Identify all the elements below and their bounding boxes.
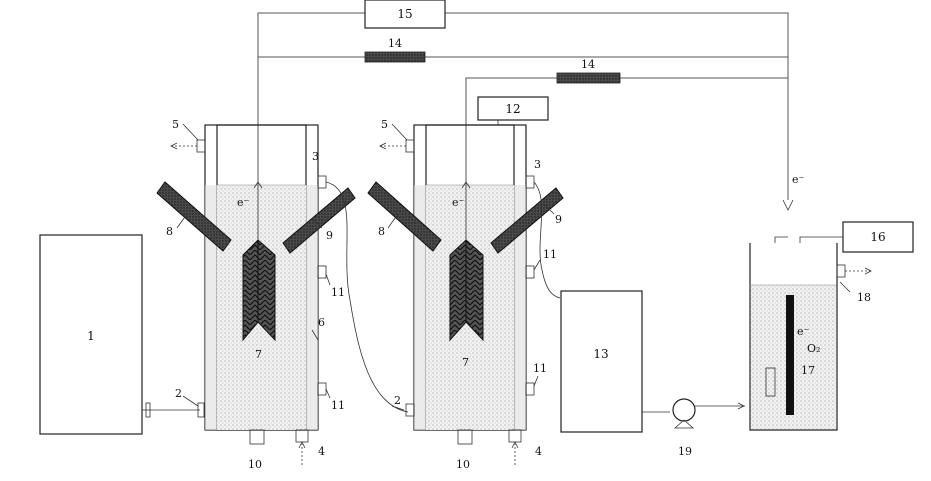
- electron-label-3: e⁻: [792, 173, 805, 186]
- intermediate-tank-13: 13: [561, 291, 642, 432]
- label-3-right: 3: [534, 158, 541, 171]
- label-14-right: 14: [581, 58, 595, 71]
- label-9-left: 9: [326, 229, 333, 242]
- label-2-left: 2: [175, 387, 182, 400]
- electron-label-1: e⁻: [237, 196, 250, 209]
- feed-tank-1: 1: [40, 235, 142, 434]
- label-2-right: 2: [394, 394, 401, 407]
- label-4-right: 4: [535, 445, 542, 458]
- label-3-left: 3: [312, 150, 319, 163]
- electron-label-2: e⁻: [452, 196, 465, 209]
- label-7-right: 7: [462, 356, 469, 369]
- label-11-c: 11: [543, 248, 557, 261]
- label-4-left: 4: [318, 445, 325, 458]
- label-5-right: 5: [381, 118, 388, 131]
- cathode-tank: [750, 200, 871, 430]
- outlet-10-right: [458, 430, 472, 444]
- oxygen-label: O₂: [807, 342, 820, 355]
- top-wiring: [258, 13, 788, 200]
- sensor-box-16: 16: [800, 222, 913, 252]
- outlet-10-left: [250, 430, 264, 444]
- controller-box-15: 15: [365, 0, 445, 28]
- label-12: 12: [505, 102, 520, 116]
- label-19: 19: [678, 445, 692, 458]
- label-10-left: 10: [248, 458, 262, 471]
- label-11-a: 11: [331, 286, 345, 299]
- inlet-4-left: [296, 430, 308, 442]
- reactor-1: [157, 125, 355, 465]
- label-17: 17: [801, 364, 815, 377]
- label-14-left: 14: [388, 37, 402, 50]
- label-13: 13: [593, 347, 608, 361]
- label-16: 16: [870, 230, 885, 244]
- electron-label-4: e⁻: [797, 325, 810, 338]
- label-9-right: 9: [555, 213, 562, 226]
- sensor-box-12: 12: [478, 97, 548, 125]
- label-8-left: 8: [166, 225, 173, 238]
- label-1: 1: [87, 329, 95, 343]
- label-11-b: 11: [331, 399, 345, 412]
- label-6: 6: [318, 316, 325, 329]
- inlet-4-right: [509, 430, 521, 442]
- label-15: 15: [397, 7, 412, 21]
- pump-19: 19: [673, 399, 695, 458]
- label-11-d: 11: [533, 362, 547, 375]
- label-18: 18: [857, 291, 871, 304]
- label-7-left: 7: [255, 348, 262, 361]
- label-5-left: 5: [172, 118, 179, 131]
- label-10-right: 10: [456, 458, 470, 471]
- resistor-14-right: 14: [557, 58, 620, 83]
- cathode-17: [786, 295, 794, 415]
- resistor-14-left: 14: [365, 37, 425, 62]
- label-8-right: 8: [378, 225, 385, 238]
